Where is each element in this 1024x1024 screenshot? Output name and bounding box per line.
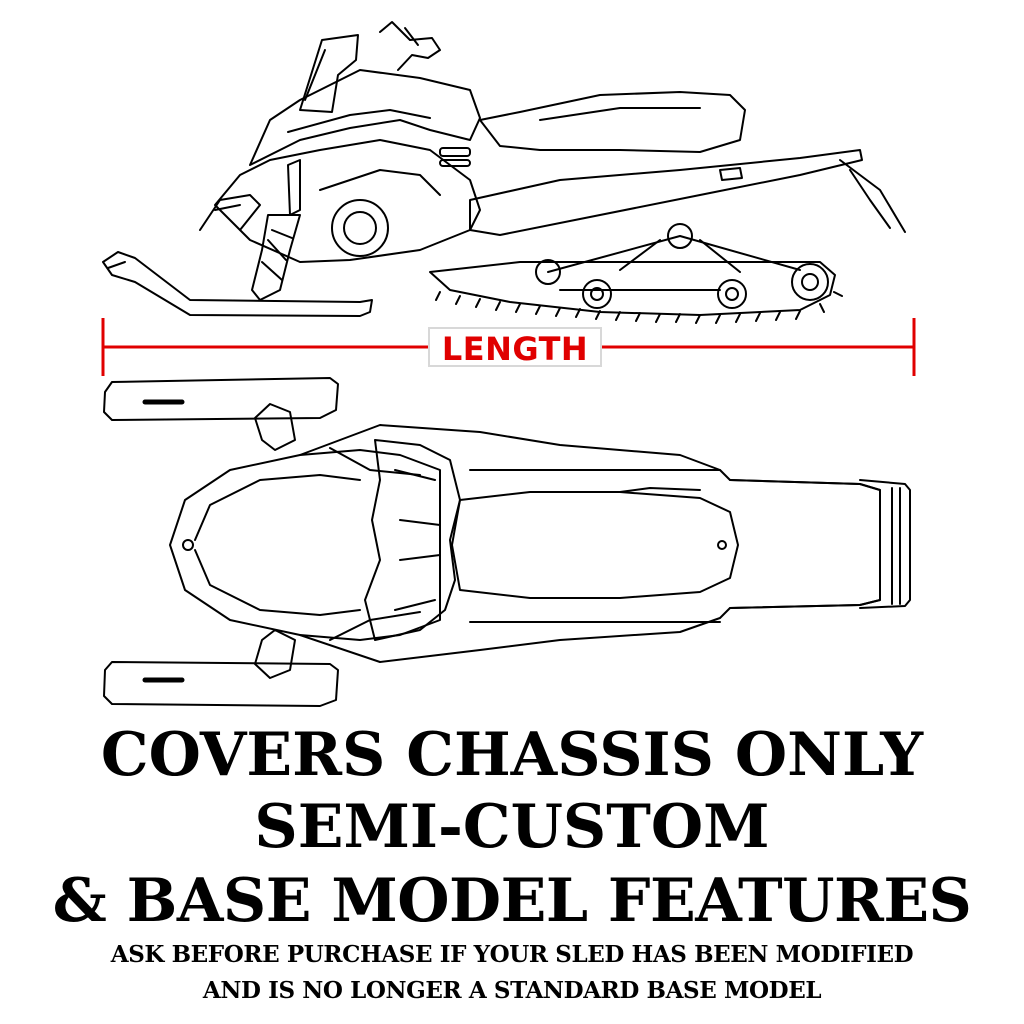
headline-line-3: & BASE MODEL FEATURES	[52, 866, 972, 936]
length-dimension-line	[101, 318, 916, 376]
snowmobile-side-view	[102, 21, 906, 324]
note-line-2: AND IS NO LONGER A STANDARD BASE MODEL	[202, 977, 822, 1004]
snowmobile-top-view	[103, 377, 911, 707]
headline-line-1: COVERS CHASSIS ONLY	[100, 720, 924, 790]
headline-line-2: SEMI-CUSTOM	[254, 792, 770, 862]
length-label: LENGTH	[428, 327, 602, 368]
note-line-1: ASK BEFORE PURCHASE IF YOUR SLED HAS BEE…	[110, 941, 914, 968]
